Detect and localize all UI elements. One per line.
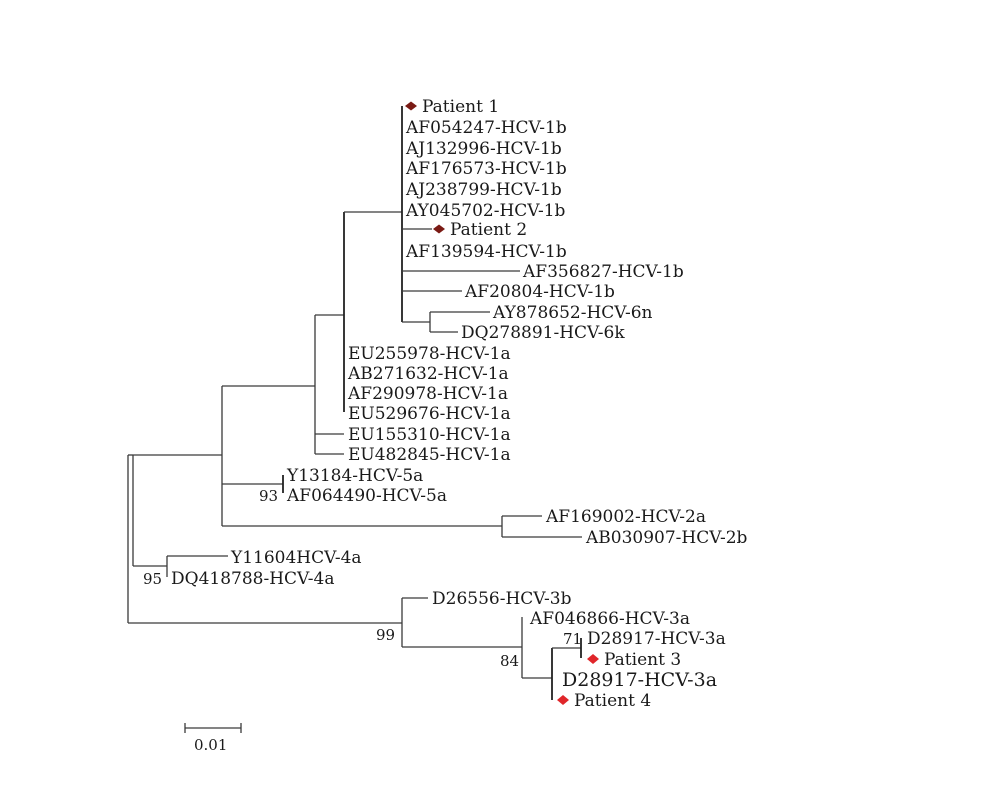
bootstrap-value: 71 bbox=[563, 630, 582, 648]
taxon-label: D28917-HCV-3a bbox=[587, 629, 726, 649]
taxon-label: AF176573-HCV-1b bbox=[405, 159, 567, 179]
taxon-markers bbox=[405, 101, 599, 705]
taxon-label: AJ238799-HCV-1b bbox=[405, 180, 562, 200]
taxon-label: Patient 4 bbox=[574, 691, 651, 711]
bootstrap-value: 99 bbox=[376, 626, 395, 644]
taxon-label: D26556-HCV-3b bbox=[432, 589, 572, 609]
taxon-label: AF064490-HCV-5a bbox=[286, 486, 447, 506]
patient3-diamond-icon bbox=[587, 654, 599, 664]
taxon-label: DQ278891-HCV-6k bbox=[461, 323, 625, 343]
taxon-label: AB271632-HCV-1a bbox=[347, 364, 509, 384]
taxon-label: DQ418788-HCV-4a bbox=[171, 569, 334, 589]
taxon-label: AF139594-HCV-1b bbox=[405, 242, 567, 262]
scale-bar: 0.01 bbox=[184, 723, 242, 754]
bootstrap-values: 93 95 99 84 71 bbox=[143, 487, 582, 670]
tree-branches bbox=[127, 106, 582, 700]
patient4-diamond-icon bbox=[557, 695, 569, 705]
taxon-label: EU155310-HCV-1a bbox=[348, 425, 511, 445]
taxon-label: Patient 2 bbox=[450, 220, 527, 240]
taxon-label: AF20804-HCV-1b bbox=[464, 282, 615, 302]
scale-bar-label: 0.01 bbox=[194, 736, 227, 754]
taxon-label: AB030907-HCV-2b bbox=[585, 528, 748, 548]
bootstrap-value: 93 bbox=[259, 487, 278, 505]
taxon-labels: Patient 1 AF054247-HCV-1b AJ132996-HCV-1… bbox=[171, 97, 748, 711]
taxon-label: AY045702-HCV-1b bbox=[405, 201, 566, 221]
taxon-label: AF054247-HCV-1b bbox=[405, 118, 567, 138]
taxon-label: EU482845-HCV-1a bbox=[348, 445, 511, 465]
taxon-label: Patient 1 bbox=[422, 97, 499, 117]
taxon-label: EU529676-HCV-1a bbox=[348, 404, 511, 424]
taxon-label: AY878652-HCV-6n bbox=[492, 303, 653, 323]
taxon-label: AF356827-HCV-1b bbox=[522, 262, 684, 282]
taxon-label: AJ132996-HCV-1b bbox=[405, 139, 562, 159]
taxon-label: D28917-HCV-3a bbox=[562, 669, 717, 691]
taxon-label: AF290978-HCV-1a bbox=[347, 384, 508, 404]
taxon-label: AF169002-HCV-2a bbox=[545, 507, 706, 527]
taxon-label: Y11604HCV-4a bbox=[230, 548, 362, 568]
taxon-label: AF046866-HCV-3a bbox=[529, 609, 690, 629]
taxon-label: Patient 3 bbox=[604, 650, 681, 670]
patient2-diamond-icon bbox=[433, 224, 445, 234]
taxon-label: EU255978-HCV-1a bbox=[348, 344, 511, 364]
bootstrap-value: 84 bbox=[500, 652, 519, 670]
patient1-diamond-icon bbox=[405, 101, 417, 111]
taxon-label: Y13184-HCV-5a bbox=[286, 466, 423, 486]
bootstrap-value: 95 bbox=[143, 570, 162, 588]
